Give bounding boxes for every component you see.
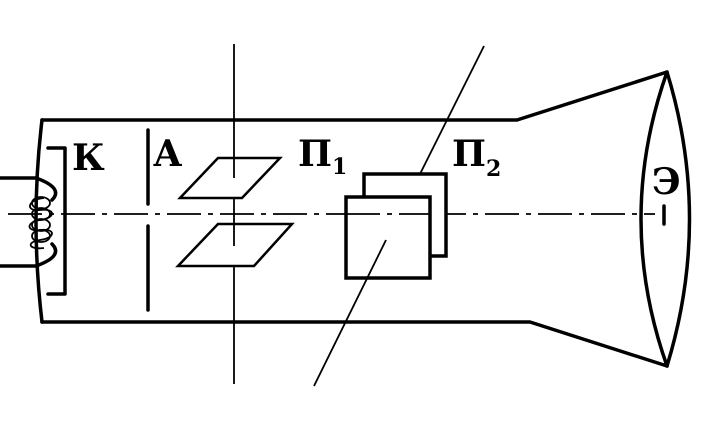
label-p1: П1	[298, 133, 347, 180]
label-p2-subscript: 2	[486, 156, 501, 182]
label-anode: А	[153, 133, 182, 175]
label-p2: П2	[452, 133, 501, 182]
label-cathode: К	[72, 137, 105, 179]
label-p1-subscript: 1	[332, 154, 347, 180]
p2-front-plate	[344, 195, 432, 280]
screen-left-arc	[639, 70, 669, 368]
tube-upper-outline	[40, 70, 669, 122]
p2-field-line-lower	[313, 239, 387, 387]
screen-right-arc	[665, 70, 692, 368]
p1-upper-plate	[177, 156, 283, 200]
cathode-heater	[0, 146, 67, 296]
tube-lower-outline	[40, 320, 669, 368]
label-screen: Э	[652, 161, 681, 203]
p1-lower-plate	[175, 222, 295, 268]
p2-field-line-upper	[419, 45, 485, 175]
